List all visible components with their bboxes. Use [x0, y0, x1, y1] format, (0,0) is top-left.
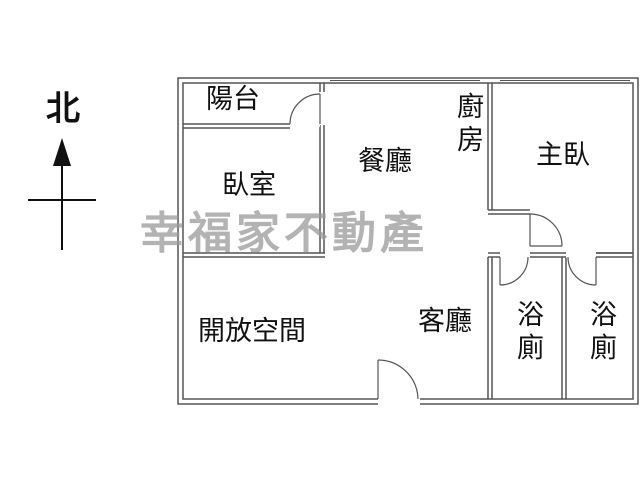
watermark: 幸福家不動產 — [140, 208, 428, 259]
room-label-bedroom: 臥室 — [222, 170, 276, 201]
north-label: 北 — [46, 89, 80, 129]
room-label-balcony: 陽台 — [206, 84, 260, 115]
room-label-bath-1: 浴廁 — [512, 300, 543, 366]
room-label-open-space: 開放空間 — [198, 316, 306, 347]
room-label-dining: 餐廳 — [358, 146, 412, 177]
north-arrow — [28, 138, 96, 250]
room-label-bath-2: 浴廁 — [585, 300, 616, 366]
room-label-kitchen: 廚房 — [452, 92, 483, 158]
room-label-living: 客廳 — [418, 306, 472, 337]
room-label-master-bedroom: 主臥 — [536, 140, 590, 171]
